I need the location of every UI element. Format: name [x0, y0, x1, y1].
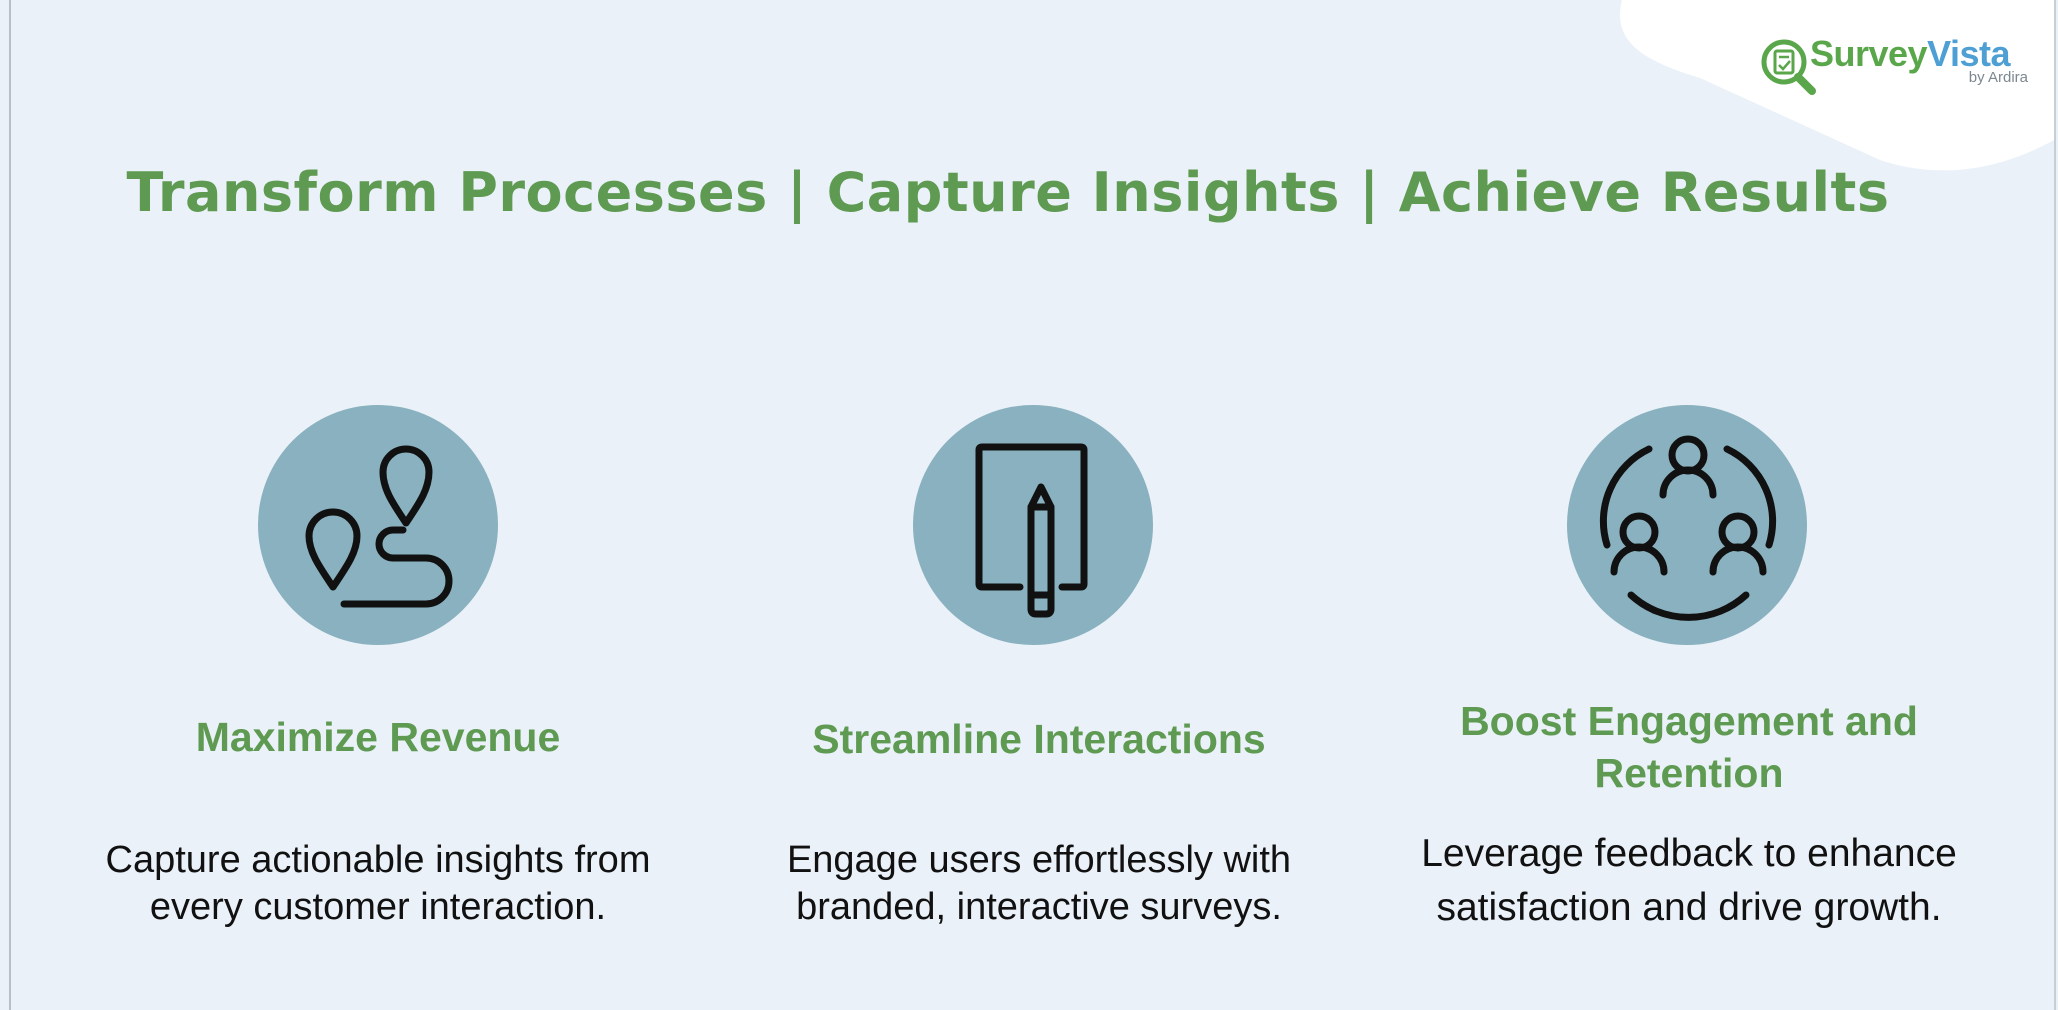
feature-title: Maximize Revenue	[195, 714, 561, 760]
feature-icon-circle	[913, 405, 1153, 645]
logo-word-vista: Vista	[1927, 33, 2010, 74]
feature-icon-circle	[258, 405, 498, 645]
logo-background-shape	[1620, 0, 2054, 171]
logo-wordmark: SurveyVista	[1810, 30, 2010, 78]
logo-byline: by Ardira	[1968, 69, 2028, 86]
feature-description: Leverage feedback to enhance satisfactio…	[1421, 832, 1957, 929]
feature-icon-circle	[1567, 405, 1807, 645]
feature-title: Streamline Interactions	[812, 716, 1266, 762]
feature-description: Capture actionable insights from every c…	[105, 839, 651, 928]
left-border	[9, 0, 11, 1010]
right-border	[2054, 0, 2056, 1010]
surveyvista-logo: SurveyVista by Ardira	[1758, 30, 2028, 100]
feature-description: Engage users effortlessly with branded, …	[786, 839, 1292, 928]
survey-magnifier-icon	[1761, 39, 1816, 95]
route-map-pin-icon	[305, 445, 453, 608]
logo-word-survey: Survey	[1810, 33, 1928, 74]
survey-pencil-icon	[975, 443, 1088, 618]
community-people-icon	[1599, 435, 1777, 621]
feature-title: Boost Engagement and Retention	[1460, 698, 1918, 796]
page-headline: Transform Processes | Capture Insights |…	[126, 161, 1890, 224]
